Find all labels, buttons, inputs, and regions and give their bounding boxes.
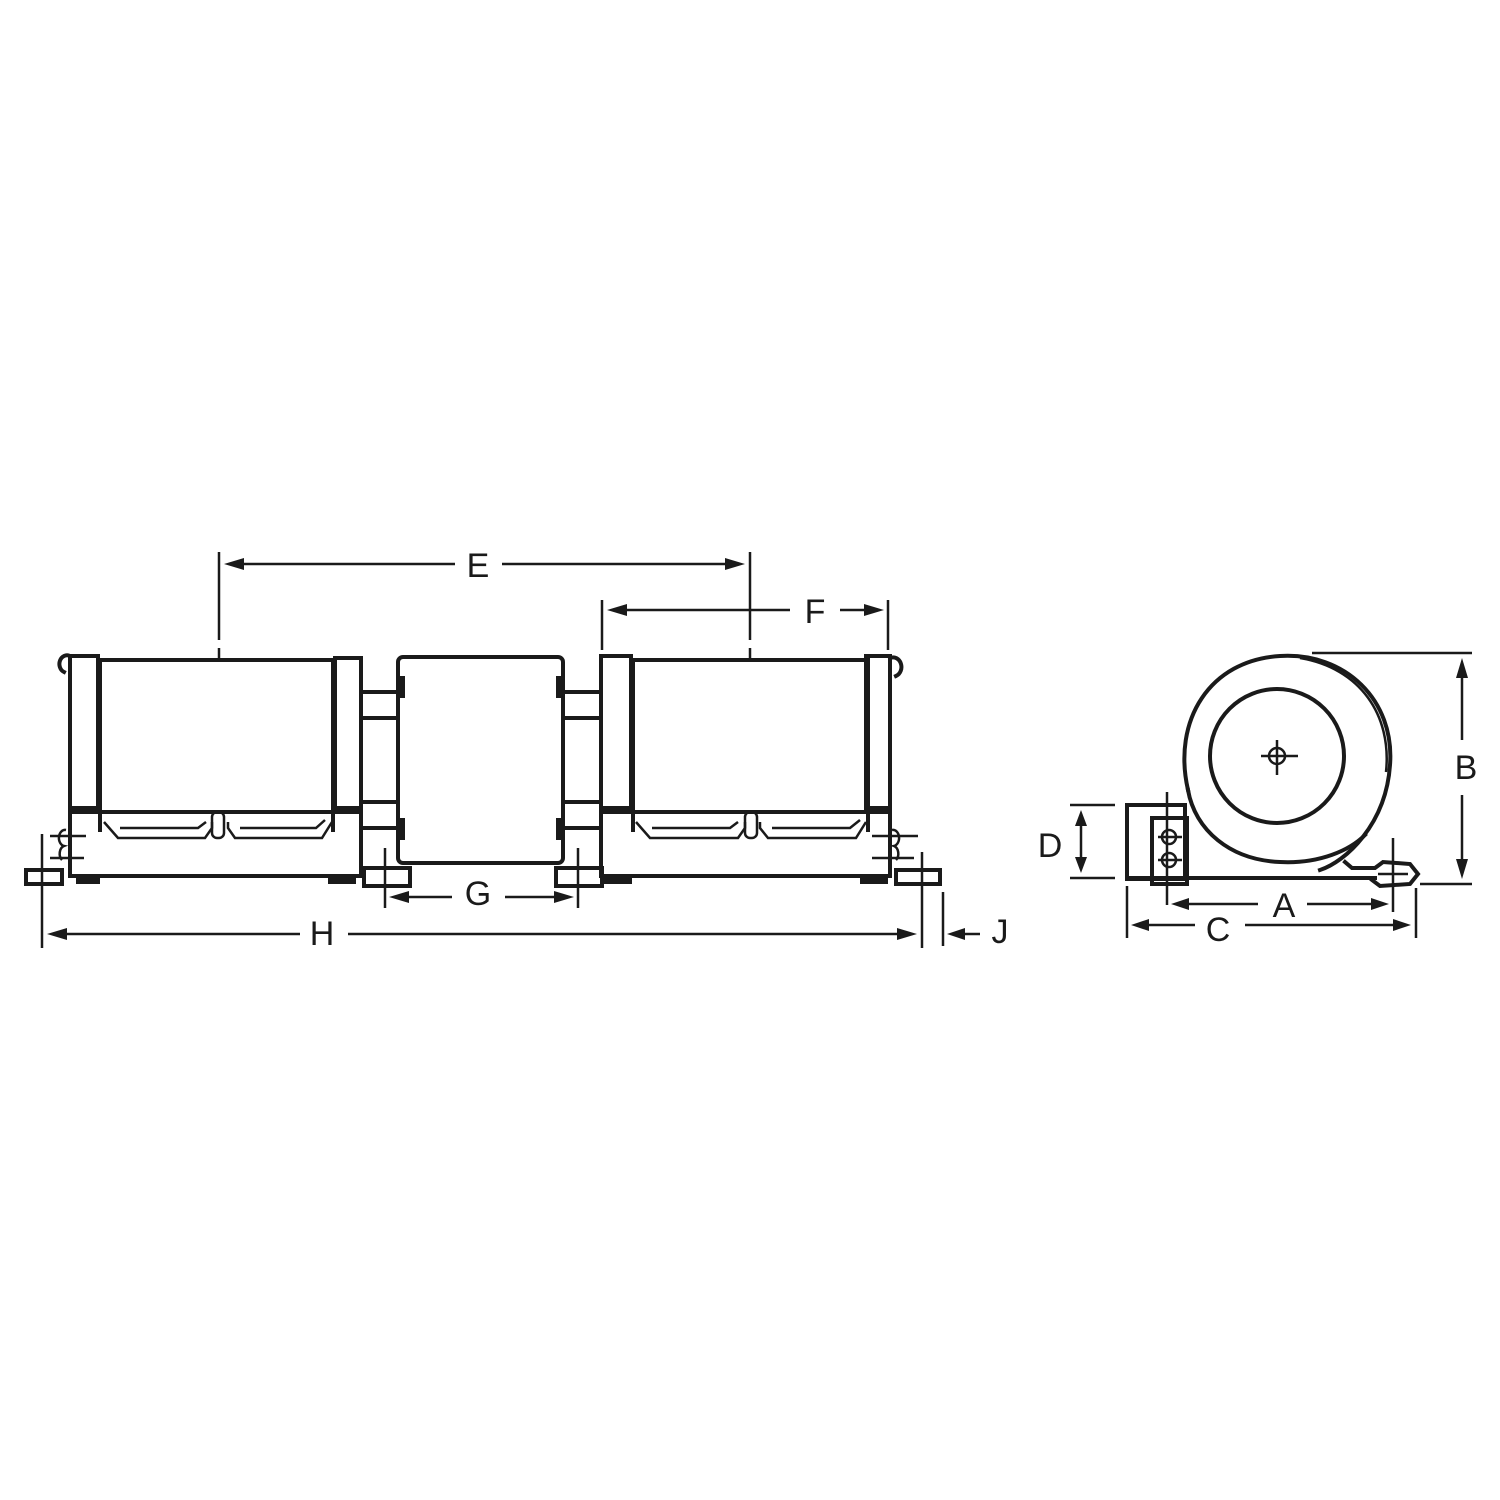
front-view: E F G H xyxy=(24,547,1009,953)
label-f: F xyxy=(805,593,826,631)
dimension-b: B xyxy=(1312,651,1478,886)
label-e: E xyxy=(467,547,490,585)
label-h: H xyxy=(310,915,335,953)
dimension-j: J xyxy=(941,892,1009,951)
label-a: A xyxy=(1273,887,1296,925)
label-d: D xyxy=(1038,827,1063,865)
dimension-g: G xyxy=(383,848,580,913)
dimension-h: H xyxy=(40,834,924,953)
left-blower-housing xyxy=(24,653,363,886)
center-motor xyxy=(360,655,604,888)
label-b: B xyxy=(1455,749,1478,787)
label-c: C xyxy=(1206,911,1231,949)
dimension-c: C xyxy=(1125,886,1418,949)
dimension-e: E xyxy=(217,547,752,658)
right-blower-housing xyxy=(599,654,942,886)
dimension-f: F xyxy=(600,593,890,650)
label-g: G xyxy=(465,875,491,913)
dimension-d: D xyxy=(1038,803,1115,880)
dimension-a: A xyxy=(1171,887,1389,925)
label-j: J xyxy=(992,913,1009,951)
side-view: B D A C xyxy=(1038,651,1478,949)
